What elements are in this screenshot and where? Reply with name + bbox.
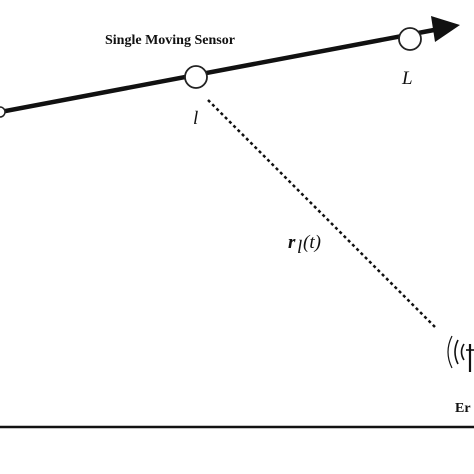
range-label-subscript: l [297,237,302,258]
sensor-node-start-partial [0,106,6,118]
range-dashed-line [207,99,437,329]
range-label-argument: (t) [303,232,321,253]
trajectory-arrowhead [431,16,460,42]
diagram-title: Single Moving Sensor [105,33,235,48]
sensor-node-L [398,27,422,51]
sensor-trajectory-line [0,27,435,115]
node-L-label: L [401,68,413,89]
node-l-label: l [193,108,198,129]
sensor-node-l [184,65,208,89]
range-label-r: r [288,232,296,253]
radio-emitter-icon [447,335,474,372]
emitter-label: Er [455,401,471,416]
